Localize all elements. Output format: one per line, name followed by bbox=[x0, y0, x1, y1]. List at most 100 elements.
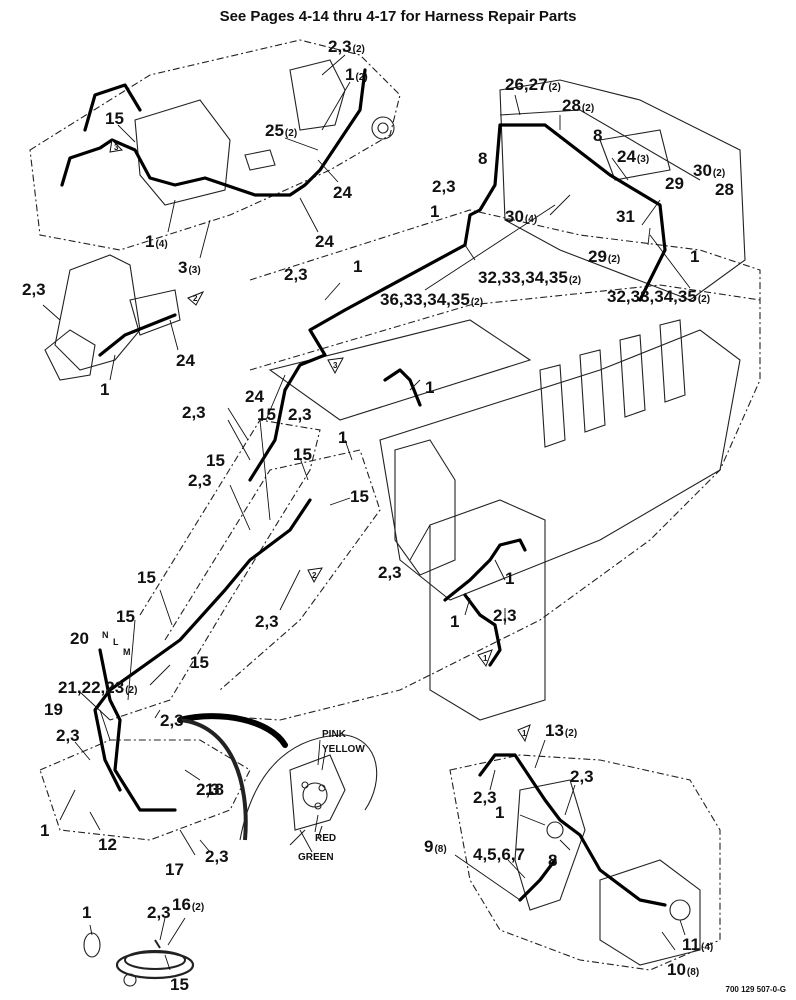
callout: 15 bbox=[293, 445, 312, 464]
harness-top-left-loop bbox=[83, 83, 142, 132]
callout: 2,3 bbox=[255, 612, 279, 631]
detail-flag: 3 bbox=[109, 138, 124, 153]
harness-top-left bbox=[60, 68, 367, 197]
harness-left-view bbox=[98, 313, 177, 357]
callout: 4,5,6,7 bbox=[473, 845, 525, 864]
detail-flag-label: 3 bbox=[114, 143, 119, 152]
wire-label-red: RED bbox=[315, 833, 336, 844]
callout: 11(4) bbox=[682, 935, 713, 954]
callout: 25(2) bbox=[265, 121, 297, 140]
callout: 28(2) bbox=[562, 96, 594, 115]
connector-letter-n: N bbox=[102, 630, 109, 640]
wire-color-labels: PINK YELLOW RED GREEN N L M bbox=[102, 630, 365, 863]
callout: 15 bbox=[257, 405, 276, 424]
callout: 30(2) bbox=[693, 161, 725, 180]
callout: 2,3 bbox=[432, 177, 456, 196]
detail-flag-label: 1 bbox=[483, 654, 488, 663]
machine-frame bbox=[39, 79, 761, 841]
callout: 29(2) bbox=[588, 247, 620, 266]
callout: 8 bbox=[593, 126, 602, 145]
callout: 2,3 bbox=[56, 726, 80, 745]
callout: 15 bbox=[137, 568, 156, 587]
harness-inner-branch bbox=[383, 368, 422, 407]
callout: 2,3 bbox=[288, 405, 312, 424]
harness-lower-right bbox=[443, 538, 527, 602]
callout: 1 bbox=[338, 428, 347, 447]
harness-bottom-right bbox=[478, 753, 667, 907]
callout: 15 bbox=[206, 451, 225, 470]
callout: 32,33,34,35(2) bbox=[478, 268, 581, 287]
callout: 15 bbox=[105, 109, 124, 128]
callout: 1(4) bbox=[145, 232, 168, 251]
callout: 2,3 bbox=[182, 403, 206, 422]
callout: 17 bbox=[165, 860, 184, 879]
callout: 1 bbox=[690, 247, 699, 266]
callout: 36,33,34,35(2) bbox=[380, 290, 483, 309]
callout: 24 bbox=[333, 183, 352, 202]
callout: 31 bbox=[616, 207, 635, 226]
callout: 2,3 bbox=[473, 788, 497, 807]
callout: 1(2) bbox=[345, 65, 368, 84]
callout-labels: 2,3(2) 1(2) 15 25(2) 24 24 1(4) 3(3) 26,… bbox=[22, 37, 734, 994]
callout: 29 bbox=[665, 174, 684, 193]
callout: 1 bbox=[495, 803, 504, 822]
callout: 10(8) bbox=[667, 960, 699, 979]
callout: 19 bbox=[44, 700, 63, 719]
callout: 1 bbox=[430, 202, 439, 221]
callout: 24(3) bbox=[617, 147, 649, 166]
callout: 1 bbox=[82, 903, 91, 922]
bottom-right-view bbox=[449, 754, 721, 971]
callout: 26,27(2) bbox=[505, 75, 561, 94]
callout: 2,3 bbox=[147, 903, 171, 922]
callout: 15 bbox=[190, 653, 209, 672]
callout: 28 bbox=[715, 180, 734, 199]
callout: 2,3 bbox=[160, 711, 184, 730]
callout: 15 bbox=[170, 975, 189, 994]
callout: 2,3(2) bbox=[328, 37, 365, 56]
plug-detail bbox=[239, 734, 378, 846]
drawing-code: 700 129 507-0-G bbox=[725, 985, 787, 994]
callout: 8 bbox=[548, 851, 557, 870]
detail-flag-label: 2 bbox=[312, 571, 317, 580]
detail-flag: 3 bbox=[327, 357, 344, 375]
callout: 15 bbox=[350, 487, 369, 506]
connector-letter-m: M bbox=[123, 647, 131, 657]
connector-letter-l: L bbox=[113, 637, 119, 647]
harness-coil bbox=[177, 713, 288, 748]
callout: 30(4) bbox=[505, 207, 537, 226]
callout: 12 bbox=[98, 835, 117, 854]
detail-flag: 1 bbox=[517, 724, 531, 743]
diagram-title: See Pages 4-14 thru 4-17 for Harness Rep… bbox=[219, 8, 577, 25]
callout: 2,3 bbox=[22, 280, 46, 299]
callout: 2,3 bbox=[570, 767, 594, 786]
callout: 32,33,34,35(2) bbox=[607, 287, 710, 306]
callout: 2,3 bbox=[205, 847, 229, 866]
detail-flag: 2 bbox=[187, 291, 205, 306]
callout: 13(2) bbox=[545, 721, 577, 740]
harness-bottom-right-branch bbox=[518, 858, 557, 902]
wire-label-pink: PINK bbox=[322, 729, 347, 740]
wire-label-green: GREEN bbox=[298, 852, 334, 863]
callout: 1 bbox=[100, 380, 109, 399]
wire-label-yellow: YELLOW bbox=[322, 744, 365, 755]
callout: 16(2) bbox=[172, 895, 204, 914]
callout: 1 bbox=[505, 569, 514, 588]
harness-lower-left bbox=[93, 498, 312, 792]
callout: 2,3 bbox=[188, 471, 212, 490]
callout: 1 bbox=[450, 612, 459, 631]
top-left-frame bbox=[29, 39, 401, 251]
callout: 2,3 bbox=[378, 563, 402, 582]
callout: 1 bbox=[353, 257, 362, 276]
detail-flag-label: 3 bbox=[333, 361, 338, 370]
harness-pivot bbox=[98, 648, 177, 812]
detail-flag: 2 bbox=[307, 567, 323, 584]
callout: 15 bbox=[116, 607, 135, 626]
callout: 8 bbox=[478, 149, 487, 168]
callout: 18 bbox=[205, 780, 224, 799]
detail-flag: 1 bbox=[477, 649, 493, 668]
callout: 3(3) bbox=[178, 258, 201, 277]
detail-flag-label: 2 bbox=[193, 294, 198, 303]
leader-lines bbox=[42, 54, 691, 971]
